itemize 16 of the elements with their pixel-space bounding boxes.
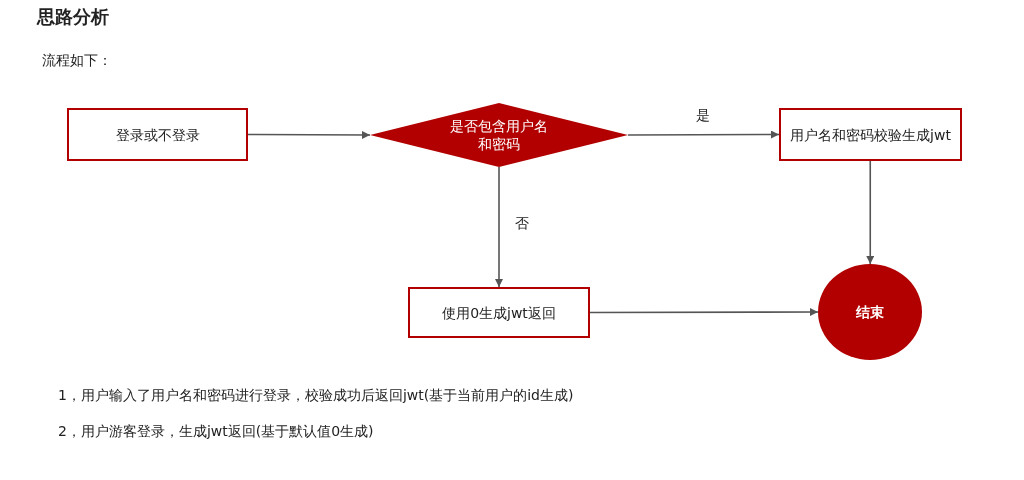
end-circle: 结束	[818, 264, 922, 360]
edge-label: 是	[693, 107, 712, 125]
intro-text: 流程如下：	[42, 52, 112, 70]
process-box: 用户名和密码校验生成jwt	[779, 108, 962, 161]
process-box: 使用0生成jwt返回	[408, 287, 590, 338]
title: 思路分析	[37, 5, 109, 29]
edge-label: 否	[513, 215, 531, 233]
arrow	[247, 130, 371, 139]
arrow	[866, 160, 875, 265]
note-text: 1，用户输入了用户名和密码进行登录，校验成功后返回jwt(基于当前用户的id生成)	[58, 387, 574, 405]
arrow	[627, 130, 780, 139]
arrow	[589, 308, 819, 316]
note-text: 2，用户游客登录，生成jwt返回(基于默认值0生成)	[58, 423, 374, 441]
decision-diamond: 是否包含用户名和密码	[370, 103, 628, 167]
process-box: 登录或不登录	[67, 108, 248, 161]
arrow	[495, 166, 503, 288]
